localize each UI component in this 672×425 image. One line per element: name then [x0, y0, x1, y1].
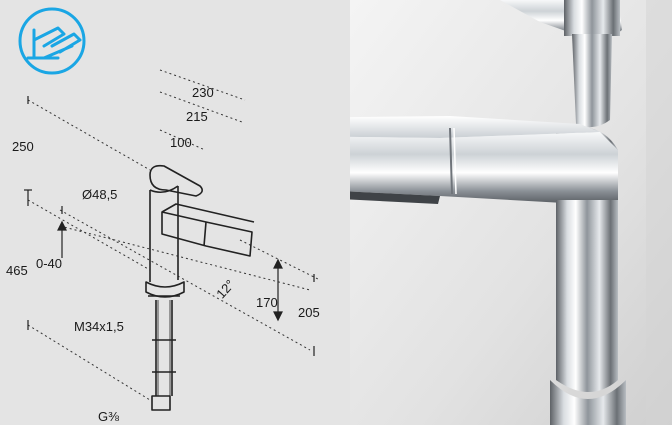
dimension-thread: M34x1,5	[74, 319, 124, 334]
faucet-photo	[350, 0, 672, 425]
dimension-0-40: 0-40	[36, 256, 63, 271]
technical-drawing: 230 215 100 250 Ø48,5 465 0-40 12° 170 2…	[0, 0, 350, 425]
dimension-250: 250	[12, 139, 34, 154]
dimension-230: 230	[192, 85, 214, 100]
pull-out-spray-icon	[18, 7, 86, 75]
dimension-diameter: Ø48,5	[82, 187, 118, 202]
faucet-line-drawing	[145, 164, 255, 411]
dimension-465: 465	[6, 263, 28, 278]
faucet-illustration	[350, 0, 672, 425]
dimension-170: 170	[256, 295, 278, 310]
drawing-lines	[18, 7, 321, 411]
dimension-connection: G⅜	[98, 409, 119, 424]
dimension-100: 100	[170, 135, 192, 150]
dimension-205: 205	[298, 305, 320, 320]
dimension-215: 215	[186, 109, 208, 124]
